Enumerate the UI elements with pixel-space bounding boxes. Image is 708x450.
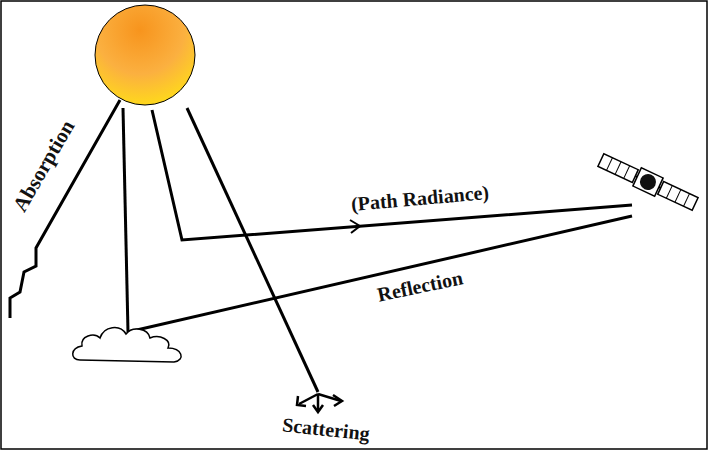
absorption-label: Absorption [9,116,80,215]
path-radiance-label: (Path Radiance) [350,181,490,215]
scatter-arrows [297,394,342,412]
direction-arrow [350,220,360,233]
scattering-label: Scattering [281,413,371,444]
cloud [73,328,181,362]
ray-to-cloud [123,108,128,332]
reflection-ray [128,216,632,332]
sun [95,5,195,105]
path-radiance-ray [152,110,632,240]
scattering-ray [187,108,318,392]
satellite [597,151,700,213]
